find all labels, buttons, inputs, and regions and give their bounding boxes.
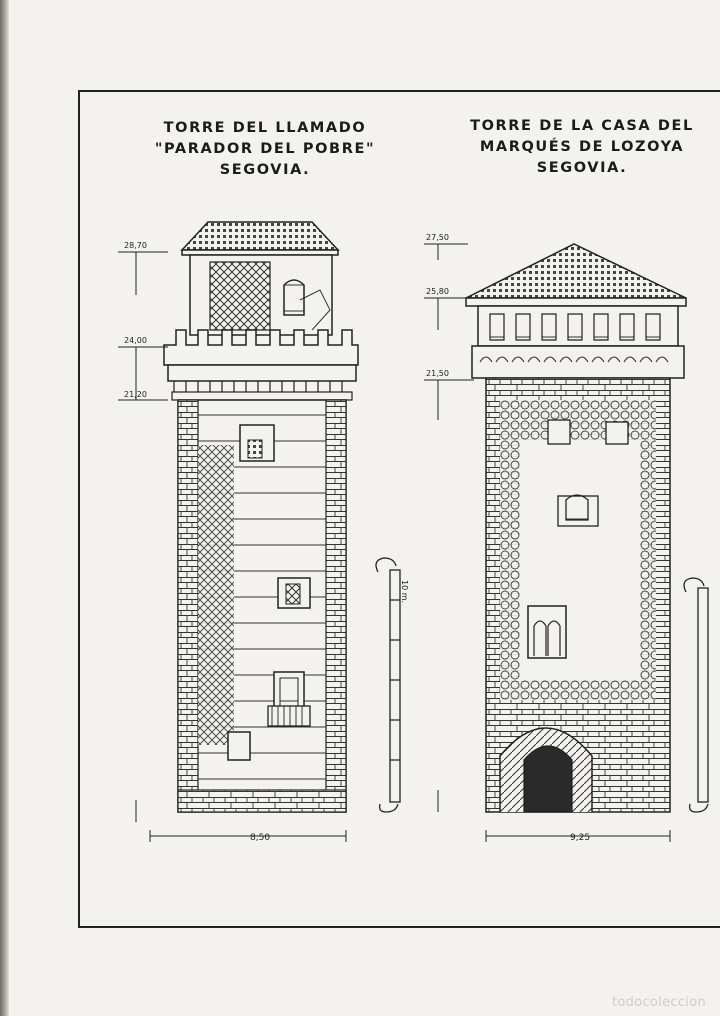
left-height-mid-label: 24,00 <box>124 336 147 345</box>
left-width-label: 8,50 <box>250 833 270 843</box>
right-dimension-lines <box>424 243 671 842</box>
right-tower <box>465 243 687 813</box>
plate-frame <box>78 90 720 928</box>
left-dimension-lines <box>118 251 347 842</box>
left-title-line-1: TORRE DEL LLAMADO <box>163 120 367 136</box>
right-title-line-2: MARQUÉS DE LOZOYA <box>479 139 685 155</box>
left-height-top-label: 28,70 <box>124 241 147 250</box>
right-title-line-3: SEGOVIA. <box>536 160 628 176</box>
right-height-base-label: 21,50 <box>426 369 449 378</box>
right-scale-bar <box>683 577 709 813</box>
right-tower-title: TORRE DE LA CASA DEL MARQUÉS DE LOZOYA S… <box>462 116 702 179</box>
watermark-text: todocoleccion <box>612 995 706 1010</box>
left-tower-title: TORRE DEL LLAMADO "PARADOR DEL POBRE" SE… <box>130 118 400 181</box>
left-title-line-2: "PARADOR DEL POBRE" <box>154 141 376 157</box>
right-width-label: 9,25 <box>570 833 590 843</box>
left-scale-label: 10 m. <box>400 580 409 603</box>
right-height-mid-label: 25,80 <box>426 287 449 296</box>
left-tower <box>163 221 359 813</box>
page-edge-shadow <box>0 0 9 1016</box>
left-scale-bar <box>375 557 401 813</box>
left-height-base-label: 21,20 <box>124 390 147 399</box>
left-title-line-3: SEGOVIA. <box>219 162 311 178</box>
right-height-top-label: 27,50 <box>426 233 449 242</box>
right-title-line-1: TORRE DE LA CASA DEL <box>470 118 694 134</box>
